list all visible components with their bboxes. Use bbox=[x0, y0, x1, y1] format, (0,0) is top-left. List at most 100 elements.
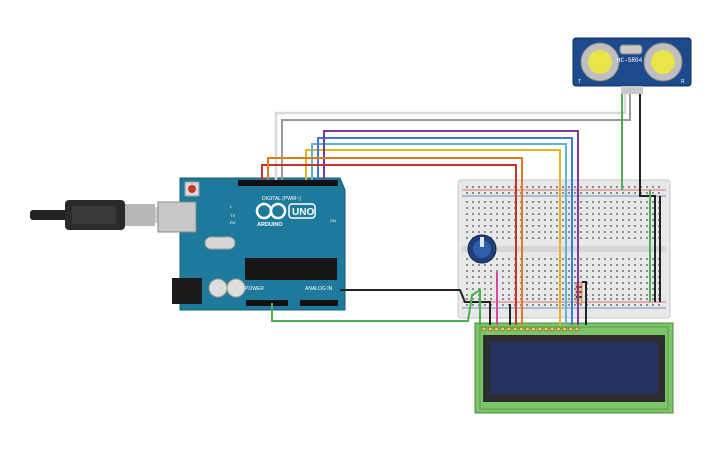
breadboard-hole[interactable] bbox=[622, 288, 624, 290]
breadboard-hole[interactable] bbox=[574, 192, 576, 194]
breadboard-hole[interactable] bbox=[598, 213, 600, 215]
breadboard-hole[interactable] bbox=[616, 219, 618, 221]
lcd-pin-v0[interactable] bbox=[493, 326, 499, 332]
breadboard-hole[interactable] bbox=[586, 186, 588, 188]
breadboard-hole[interactable] bbox=[574, 264, 576, 266]
breadboard-hole[interactable] bbox=[466, 186, 468, 188]
breadboard-hole[interactable] bbox=[616, 304, 618, 306]
breadboard-hole[interactable] bbox=[646, 276, 648, 278]
breadboard-hole[interactable] bbox=[466, 264, 468, 266]
breadboard-hole[interactable] bbox=[562, 225, 564, 227]
breadboard-hole[interactable] bbox=[508, 192, 510, 194]
breadboard-hole[interactable] bbox=[628, 219, 630, 221]
breadboard-hole[interactable] bbox=[622, 258, 624, 260]
breadboard-hole[interactable] bbox=[478, 213, 480, 215]
breadboard-hole[interactable] bbox=[610, 213, 612, 215]
breadboard-hole[interactable] bbox=[484, 282, 486, 284]
breadboard-hole[interactable] bbox=[610, 219, 612, 221]
lcd-pin-rs[interactable] bbox=[500, 326, 506, 332]
breadboard-hole[interactable] bbox=[622, 304, 624, 306]
breadboard-hole[interactable] bbox=[640, 201, 642, 203]
breadboard-hole[interactable] bbox=[610, 270, 612, 272]
breadboard-hole[interactable] bbox=[490, 282, 492, 284]
breadboard-hole[interactable] bbox=[592, 288, 594, 290]
breadboard-hole[interactable] bbox=[604, 207, 606, 209]
breadboard-hole[interactable] bbox=[544, 288, 546, 290]
breadboard-hole[interactable] bbox=[556, 213, 558, 215]
breadboard-hole[interactable] bbox=[610, 304, 612, 306]
breadboard-hole[interactable] bbox=[532, 225, 534, 227]
breadboard-hole[interactable] bbox=[502, 207, 504, 209]
breadboard-hole[interactable] bbox=[472, 192, 474, 194]
breadboard-hole[interactable] bbox=[652, 288, 654, 290]
breadboard-hole[interactable] bbox=[532, 304, 534, 306]
breadboard-hole[interactable] bbox=[556, 276, 558, 278]
breadboard-hole[interactable] bbox=[610, 258, 612, 260]
breadboard-hole[interactable] bbox=[598, 207, 600, 209]
breadboard-hole[interactable] bbox=[568, 192, 570, 194]
breadboard-hole[interactable] bbox=[466, 258, 468, 260]
breadboard-hole[interactable] bbox=[658, 192, 660, 194]
breadboard-hole[interactable] bbox=[652, 225, 654, 227]
breadboard-hole[interactable] bbox=[580, 237, 582, 239]
breadboard-hole[interactable] bbox=[526, 237, 528, 239]
breadboard-hole[interactable] bbox=[550, 219, 552, 221]
breadboard-hole[interactable] bbox=[568, 288, 570, 290]
lcd-pin-db1[interactable] bbox=[524, 326, 530, 332]
breadboard-hole[interactable] bbox=[622, 201, 624, 203]
breadboard-hole[interactable] bbox=[610, 192, 612, 194]
breadboard-hole[interactable] bbox=[652, 231, 654, 233]
breadboard-hole[interactable] bbox=[562, 298, 564, 300]
breadboard-hole[interactable] bbox=[610, 201, 612, 203]
breadboard-hole[interactable] bbox=[646, 304, 648, 306]
breadboard-hole[interactable] bbox=[502, 237, 504, 239]
breadboard-hole[interactable] bbox=[604, 276, 606, 278]
breadboard-hole[interactable] bbox=[640, 225, 642, 227]
breadboard-hole[interactable] bbox=[532, 207, 534, 209]
breadboard-hole[interactable] bbox=[604, 231, 606, 233]
breadboard-hole[interactable] bbox=[598, 186, 600, 188]
breadboard-hole[interactable] bbox=[544, 201, 546, 203]
breadboard-hole[interactable] bbox=[634, 231, 636, 233]
breadboard-hole[interactable] bbox=[496, 219, 498, 221]
breadboard-hole[interactable] bbox=[466, 276, 468, 278]
breadboard-hole[interactable] bbox=[466, 213, 468, 215]
breadboard-hole[interactable] bbox=[616, 276, 618, 278]
breadboard-hole[interactable] bbox=[526, 304, 528, 306]
breadboard-hole[interactable] bbox=[598, 264, 600, 266]
breadboard-hole[interactable] bbox=[478, 282, 480, 284]
breadboard-hole[interactable] bbox=[508, 298, 510, 300]
breadboard-hole[interactable] bbox=[562, 276, 564, 278]
breadboard-hole[interactable] bbox=[598, 237, 600, 239]
breadboard-hole[interactable] bbox=[544, 186, 546, 188]
lcd-pin-db2[interactable] bbox=[531, 326, 537, 332]
breadboard-hole[interactable] bbox=[622, 298, 624, 300]
breadboard-hole[interactable] bbox=[472, 264, 474, 266]
breadboard-hole[interactable] bbox=[556, 219, 558, 221]
breadboard-hole[interactable] bbox=[598, 258, 600, 260]
breadboard-hole[interactable] bbox=[634, 201, 636, 203]
breadboard-hole[interactable] bbox=[646, 186, 648, 188]
breadboard-hole[interactable] bbox=[532, 270, 534, 272]
breadboard-hole[interactable] bbox=[508, 207, 510, 209]
breadboard-hole[interactable] bbox=[592, 231, 594, 233]
breadboard-hole[interactable] bbox=[502, 213, 504, 215]
breadboard-hole[interactable] bbox=[472, 219, 474, 221]
breadboard-hole[interactable] bbox=[580, 264, 582, 266]
breadboard-hole[interactable] bbox=[472, 270, 474, 272]
breadboard-hole[interactable] bbox=[646, 237, 648, 239]
breadboard-hole[interactable] bbox=[634, 288, 636, 290]
breadboard-hole[interactable] bbox=[568, 264, 570, 266]
breadboard-hole[interactable] bbox=[490, 270, 492, 272]
breadboard-hole[interactable] bbox=[604, 201, 606, 203]
breadboard-hole[interactable] bbox=[544, 219, 546, 221]
breadboard-hole[interactable] bbox=[538, 294, 540, 296]
breadboard-hole[interactable] bbox=[550, 304, 552, 306]
breadboard-hole[interactable] bbox=[532, 264, 534, 266]
breadboard-hole[interactable] bbox=[586, 270, 588, 272]
breadboard-hole[interactable] bbox=[586, 219, 588, 221]
breadboard-hole[interactable] bbox=[604, 304, 606, 306]
breadboard-hole[interactable] bbox=[502, 258, 504, 260]
breadboard-hole[interactable] bbox=[550, 264, 552, 266]
breadboard-hole[interactable] bbox=[538, 264, 540, 266]
